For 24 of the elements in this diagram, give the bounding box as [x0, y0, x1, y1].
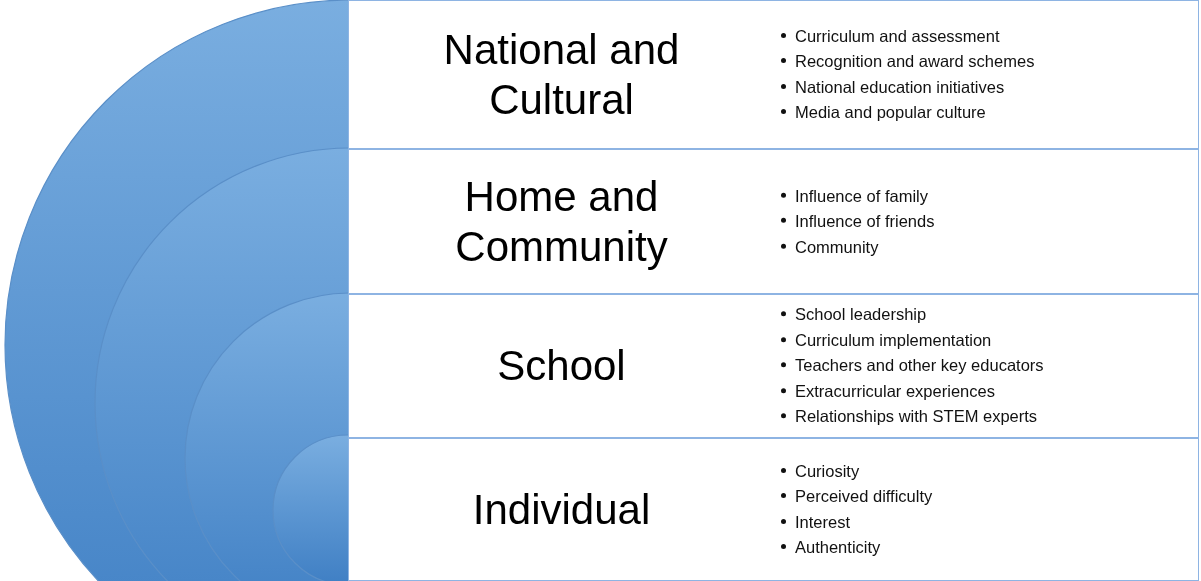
level-panel — [348, 0, 1199, 149]
bullet-item: Teachers and other key educators — [795, 356, 1044, 375]
bullet-item: Extracurricular experiences — [795, 381, 995, 400]
bullet-item: Influence of friends — [795, 211, 935, 230]
bullet-item: Curiosity — [795, 461, 860, 480]
bullet-item: National education initiatives — [795, 77, 1005, 96]
level-panel — [348, 149, 1199, 294]
bullet-item: Perceived difficulty — [795, 487, 933, 505]
bullet-item: Media and popular culture — [795, 103, 986, 121]
bullet-item: Recognition and award schemes — [795, 52, 1035, 70]
bullet-item: Curriculum implementation — [795, 330, 992, 349]
bullet-item: Authenticity — [795, 538, 881, 556]
level-heading: School — [496, 341, 627, 391]
bullet-item: Relationships with STEM experts — [795, 407, 1038, 426]
level-heading: Individual — [471, 484, 652, 535]
bullet-item: Interest — [795, 512, 851, 531]
bullet-item: Curriculum and assessment — [795, 26, 1000, 45]
level-panel — [348, 294, 1199, 438]
level-heading: Home and Community — [454, 171, 669, 272]
level-heading: National and Cultural — [442, 24, 681, 125]
level-panel — [348, 438, 1199, 581]
bullet-item: Community — [795, 237, 879, 256]
bullet-item: School leadership — [795, 305, 927, 324]
bullet-item: Influence of family — [795, 186, 928, 205]
